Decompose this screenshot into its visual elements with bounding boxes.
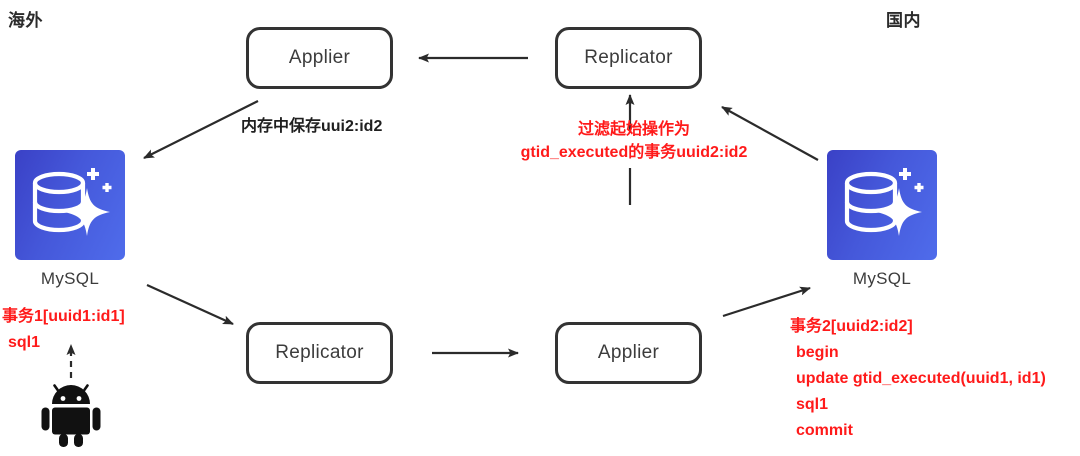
node-mysql-left[interactable]: MySQL — [12, 150, 128, 289]
node-applier-bottom[interactable]: Applier — [555, 322, 702, 384]
annotation-transaction1-title: 事务1[uuid1:id1] — [2, 308, 125, 325]
arrow-applier-to-db-right — [722, 286, 811, 318]
node-replicator-top-label: Replicator — [584, 47, 673, 68]
annotation-filter-note-line1: 过滤起始操作为 — [577, 121, 690, 138]
database-sparkle-icon — [15, 150, 125, 260]
annotation-transaction2-line2: update gtid_executed(uuid1, id1) — [796, 369, 1046, 387]
annotation-filter-note: 过滤起始操作为 gtid_executed的事务uuid2:id2 — [500, 118, 768, 164]
database-sparkle-icon — [827, 150, 937, 260]
node-replicator-bottom-label: Replicator — [275, 342, 364, 363]
region-label-overseas: 海外 — [8, 11, 43, 30]
node-applier-bottom-label: Applier — [597, 342, 660, 363]
android-robot-icon — [40, 382, 102, 448]
node-applier-top-label: Applier — [288, 47, 351, 68]
annotation-transaction2: 事务2[uuid2:id2] begin update gtid_execute… — [790, 314, 1046, 444]
node-replicator-top[interactable]: Replicator — [555, 27, 702, 89]
arrow-db-left-to-replicator-bottom — [146, 283, 234, 326]
node-mysql-left-label: MySQL — [40, 269, 100, 288]
node-mysql-right-label: MySQL — [852, 269, 912, 288]
node-mysql-right[interactable]: MySQL — [824, 150, 940, 289]
annotation-transaction1: 事务1[uuid1:id1] sql1 — [2, 304, 125, 356]
annotation-transaction2-line3: sql1 — [796, 395, 829, 413]
region-label-domestic: 国内 — [886, 11, 921, 30]
annotation-transaction2-line1: begin — [796, 343, 839, 361]
annotation-memory-note: 内存中保存uui2:id2 — [241, 118, 383, 135]
annotation-transaction2-line4: commit — [796, 421, 853, 439]
annotation-transaction2-title: 事务2[uuid2:id2] — [790, 318, 913, 335]
node-applier-top[interactable]: Applier — [246, 27, 393, 89]
annotation-transaction1-line1: sql1 — [8, 333, 41, 351]
annotation-filter-note-line2: gtid_executed的事务uuid2:id2 — [520, 144, 748, 162]
node-replicator-bottom[interactable]: Replicator — [246, 322, 393, 384]
